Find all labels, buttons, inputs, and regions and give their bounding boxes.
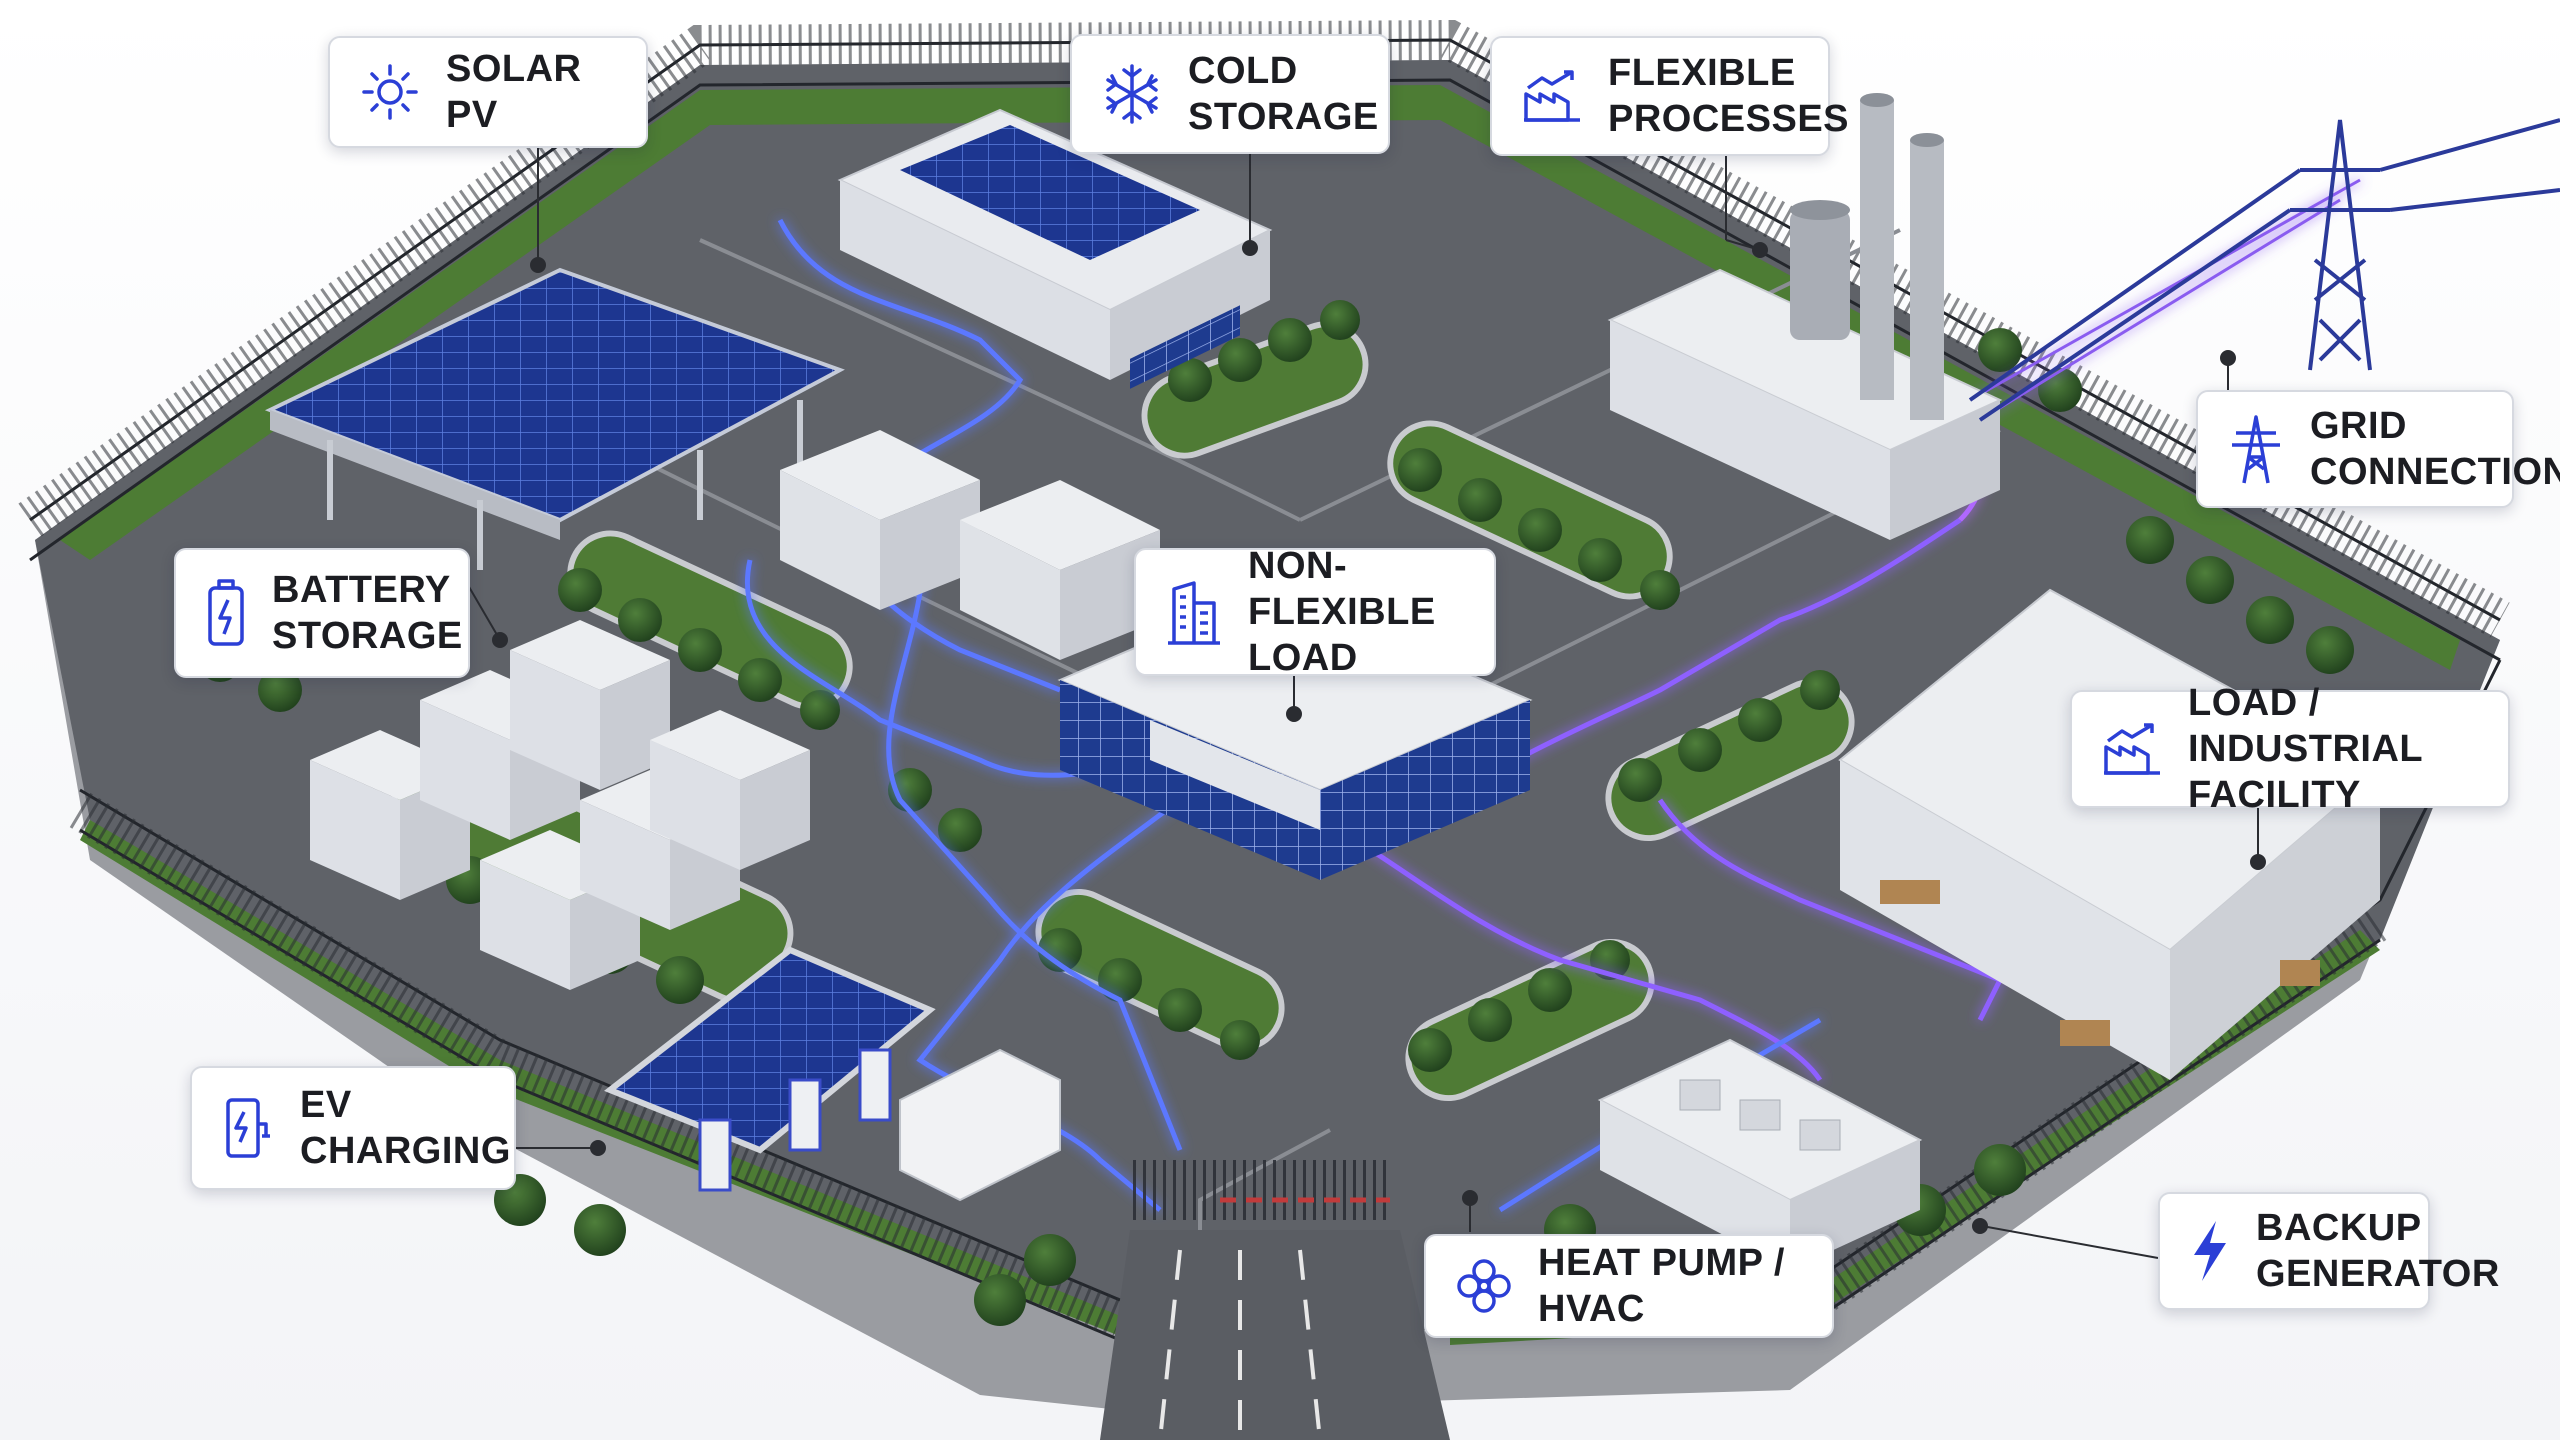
cold-storage-building — [837, 108, 1273, 389]
leader-lines — [464, 145, 2266, 1259]
battery-storage-label: BATTERY STORAGE — [272, 569, 463, 657]
heat-pump-hvac-label: HEAT PUMP / HVAC — [1538, 1242, 1785, 1330]
ev-charging-station — [604, 946, 1061, 1202]
callout-flexible-processes: FLEXIBLE PROCESSES — [1490, 36, 1849, 156]
fence-pickets — [18, 19, 2510, 638]
transmission-tower-icon — [2228, 413, 2284, 485]
callout-non-flexible-load: NON-FLEXIBLE LOAD — [1134, 545, 1496, 679]
load-industrial-facility-label: LOAD / INDUSTRIAL FACILITY — [2188, 682, 2424, 816]
battery-containers — [310, 620, 810, 990]
non-flexible-load-label: NON-FLEXIBLE LOAD — [1248, 545, 1436, 679]
office-blocks — [780, 430, 1160, 660]
callout-load-industrial-facility: LOAD / INDUSTRIAL FACILITY — [2070, 682, 2510, 816]
callout-grid-connection: GRID CONNECTION — [2196, 390, 2560, 508]
callout-solar-pv: SOLAR PV — [328, 36, 648, 148]
grid-connection-label: GRID CONNECTION — [2310, 405, 2560, 493]
office-building-icon — [1166, 579, 1222, 645]
factory-chart-icon — [2102, 721, 2162, 777]
sun-icon — [360, 62, 420, 122]
transmission-tower — [1968, 118, 2560, 422]
callout-ev-charging: EV CHARGING — [190, 1066, 516, 1190]
snowflake-icon — [1102, 62, 1162, 126]
ev-charger-icon — [222, 1096, 274, 1160]
ev-charging-label: EV CHARGING — [300, 1084, 511, 1172]
solar-pv-label: SOLAR PV — [446, 48, 582, 136]
battery-icon — [206, 578, 246, 648]
flexible-process-plant — [1607, 93, 2003, 540]
backup-generator-label: BACKUP GENERATOR — [2256, 1207, 2500, 1295]
flexible-processes-label: FLEXIBLE PROCESSES — [1608, 52, 1850, 140]
callout-battery-storage: BATTERY STORAGE — [174, 548, 470, 678]
callout-heat-pump-hvac: HEAT PUMP / HVAC — [1424, 1234, 1834, 1338]
fan-icon — [1456, 1258, 1512, 1314]
factory-chart-icon — [1522, 68, 1582, 124]
callout-backup-generator: BACKUP GENERATOR — [2158, 1192, 2499, 1310]
fence-pickets-south — [69, 792, 1128, 1339]
lightning-icon — [2190, 1219, 2230, 1283]
callout-cold-storage: COLD STORAGE — [1070, 34, 1390, 154]
entrance-gate — [1100, 1160, 1450, 1441]
hvac-building — [1597, 1038, 1923, 1270]
solar-pv-canopy — [264, 267, 845, 570]
cold-storage-label: COLD STORAGE — [1188, 50, 1379, 138]
